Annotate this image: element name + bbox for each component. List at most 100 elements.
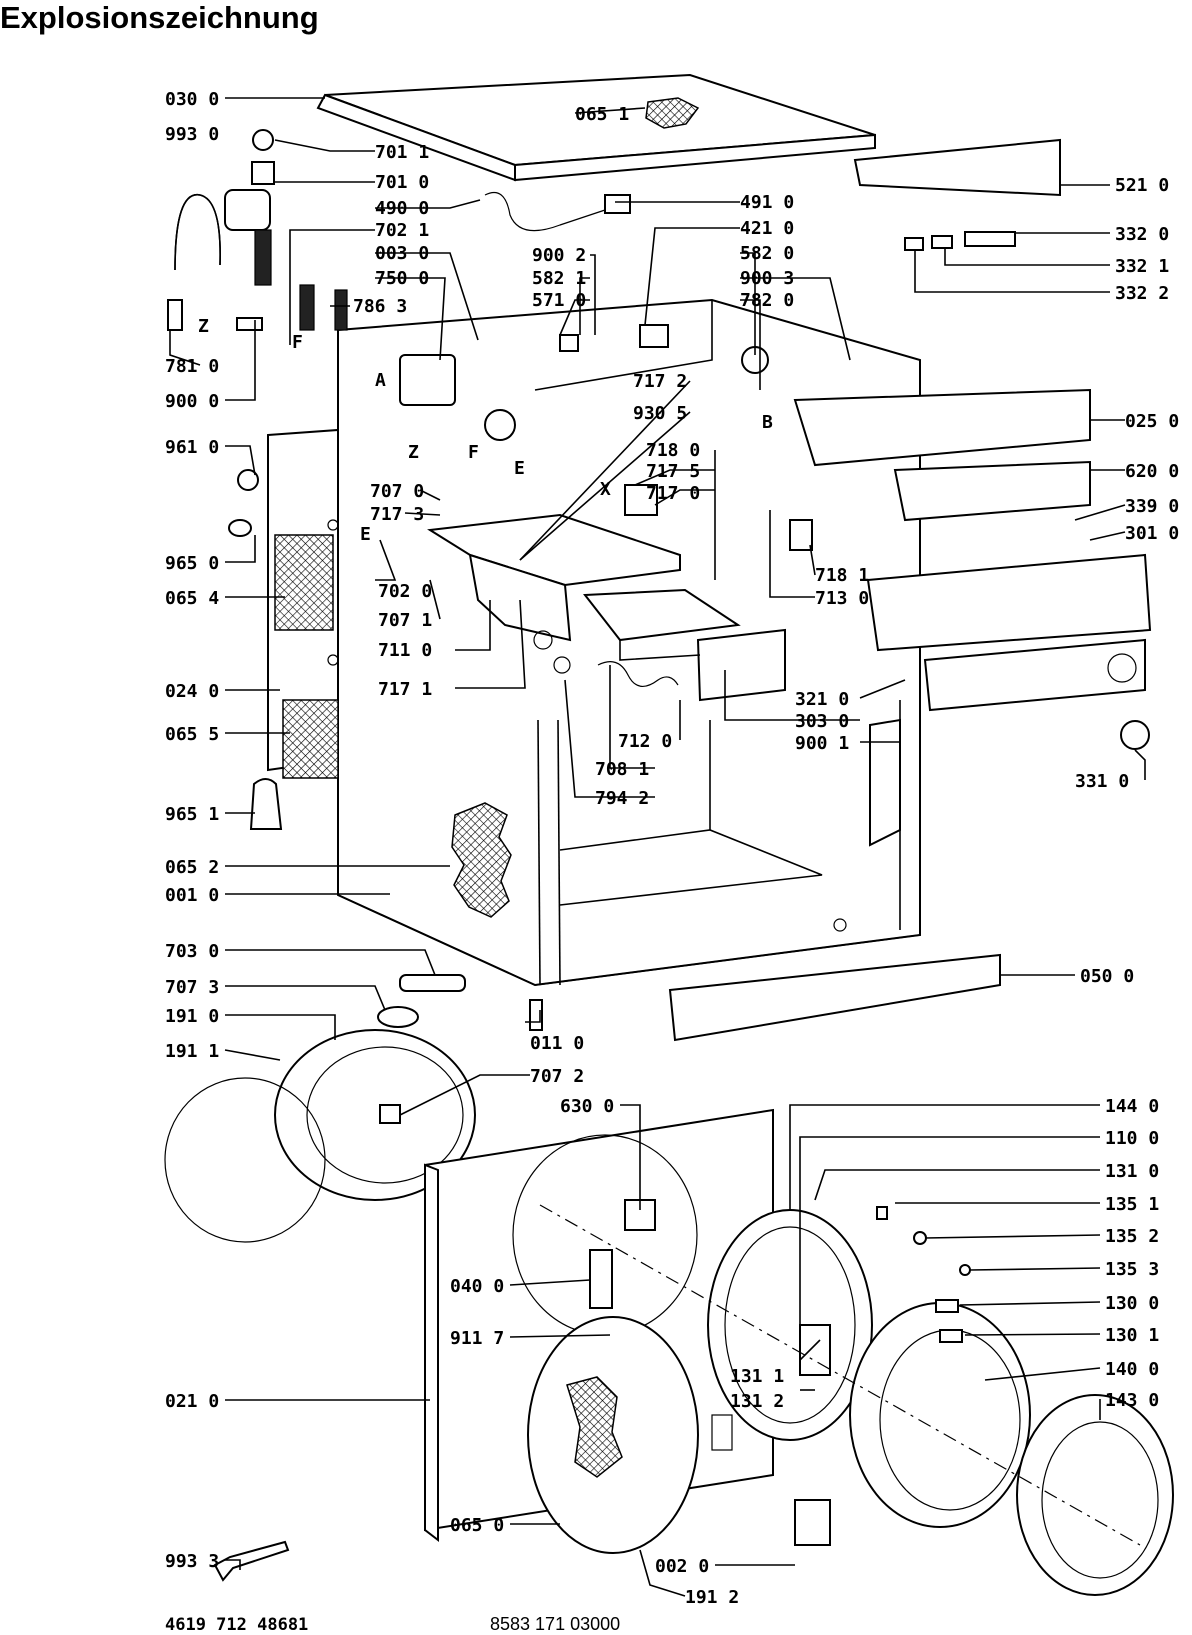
part-label: 930 5 <box>633 403 687 424</box>
part-label: 707 1 <box>378 610 432 631</box>
rear-panel-part <box>267 428 339 779</box>
part-label: 131 0 <box>1105 1161 1159 1182</box>
part-label: 065 2 <box>165 857 219 878</box>
part-label: 135 3 <box>1105 1259 1159 1280</box>
footer-right-code: 8583 171 03000 <box>490 1614 620 1634</box>
part-label: 303 0 <box>795 711 849 732</box>
part-label: 332 1 <box>1115 256 1169 277</box>
wrench-part <box>213 1540 290 1582</box>
part-label: 130 1 <box>1105 1325 1159 1346</box>
part-label: 703 0 <box>165 941 219 962</box>
part-label: 717 1 <box>378 679 432 700</box>
part-label: 701 1 <box>375 142 429 163</box>
part-label: 191 2 <box>685 1587 739 1608</box>
part-label: 332 0 <box>1115 224 1169 245</box>
part-label: 620 0 <box>1125 461 1179 482</box>
marker-a: A <box>375 370 386 391</box>
marker-x: X <box>600 479 611 500</box>
tub-ring-part <box>164 1029 476 1243</box>
leader-lines <box>169 97 1146 1597</box>
part-label: 002 0 <box>655 1556 709 1577</box>
part-label: 701 0 <box>375 172 429 193</box>
part-label: 794 2 <box>595 788 649 809</box>
part-label: 630 0 <box>560 1096 614 1117</box>
part-label: 135 2 <box>1105 1226 1159 1247</box>
part-labels: 030 0 993 0 701 1 701 0 490 0 702 1 003 … <box>165 89 1179 1608</box>
small-parts <box>228 191 813 1031</box>
footer-left-code: 4619 712 48681 <box>165 1615 308 1635</box>
part-label: 712 0 <box>618 731 672 752</box>
part-label: 713 0 <box>815 588 869 609</box>
part-label: 717 3 <box>370 504 424 525</box>
part-label: 781 0 <box>165 356 219 377</box>
part-label: 750 0 <box>375 268 429 289</box>
part-label: 001 0 <box>165 885 219 906</box>
marker-z-1: Z <box>198 316 209 337</box>
top-cover-part <box>316 73 876 182</box>
part-label: 708 1 <box>595 759 649 780</box>
door-parts <box>539 1204 1174 1596</box>
part-label: 130 0 <box>1105 1293 1159 1314</box>
part-label: 050 0 <box>1080 966 1134 987</box>
part-label: 490 0 <box>375 198 429 219</box>
part-label: 718 1 <box>815 565 869 586</box>
part-label: 993 0 <box>165 124 219 145</box>
part-label: 521 0 <box>1115 175 1169 196</box>
part-label: 332 2 <box>1115 283 1169 304</box>
hose-assembly-part <box>167 129 348 331</box>
part-label: 140 0 <box>1105 1359 1159 1380</box>
part-label: 110 0 <box>1105 1128 1159 1149</box>
page-title: Explosionszeichnung <box>0 0 319 35</box>
part-label: 131 1 <box>730 1366 784 1387</box>
front-panel-part <box>424 1108 774 1554</box>
marker-e-1: E <box>514 458 525 479</box>
part-label: 965 0 <box>165 553 219 574</box>
part-label: 025 0 <box>1125 411 1179 432</box>
part-label: 003 0 <box>375 243 429 264</box>
part-label: 718 0 <box>646 440 700 461</box>
part-label: 321 0 <box>795 689 849 710</box>
part-label: 131 2 <box>730 1391 784 1412</box>
part-label: 065 1 <box>575 104 629 125</box>
part-label: 144 0 <box>1105 1096 1159 1117</box>
part-label: 040 0 <box>450 1276 504 1297</box>
dispenser-housing-part <box>427 513 786 702</box>
part-label: 717 5 <box>646 461 700 482</box>
part-label: 707 0 <box>370 481 424 502</box>
marker-f-1: F <box>292 332 303 353</box>
part-label: 900 3 <box>740 268 794 289</box>
part-label: 702 0 <box>378 581 432 602</box>
part-label: 065 0 <box>450 1515 504 1536</box>
marker-f-2: F <box>468 442 479 463</box>
part-label: 135 1 <box>1105 1194 1159 1215</box>
part-label: 900 0 <box>165 391 219 412</box>
part-label: 961 0 <box>165 437 219 458</box>
marker-b: B <box>762 412 773 433</box>
part-label: 965 1 <box>165 804 219 825</box>
part-label: 191 1 <box>165 1041 219 1062</box>
part-label: 711 0 <box>378 640 432 661</box>
part-label: 900 1 <box>795 733 849 754</box>
part-label: 065 5 <box>165 724 219 745</box>
part-label: 491 0 <box>740 192 794 213</box>
part-label: 191 0 <box>165 1006 219 1027</box>
part-label: 301 0 <box>1125 523 1179 544</box>
marker-e-2: E <box>360 524 371 545</box>
part-label: 702 1 <box>375 220 429 241</box>
part-label: 993 3 <box>165 1551 219 1572</box>
control-panel-parts <box>668 138 1152 1042</box>
part-label: 143 0 <box>1105 1390 1159 1411</box>
part-label: 582 0 <box>740 243 794 264</box>
marker-z-2: Z <box>408 442 419 463</box>
part-label: 786 3 <box>353 296 407 317</box>
part-label: 021 0 <box>165 1391 219 1412</box>
part-label: 011 0 <box>530 1033 584 1054</box>
cabinet-part <box>337 298 921 987</box>
part-label: 911 7 <box>450 1328 504 1349</box>
part-label: 030 0 <box>165 89 219 110</box>
part-label: 582 1 <box>532 268 586 289</box>
part-label: 900 2 <box>532 245 586 266</box>
part-label: 421 0 <box>740 218 794 239</box>
part-label: 707 3 <box>165 977 219 998</box>
